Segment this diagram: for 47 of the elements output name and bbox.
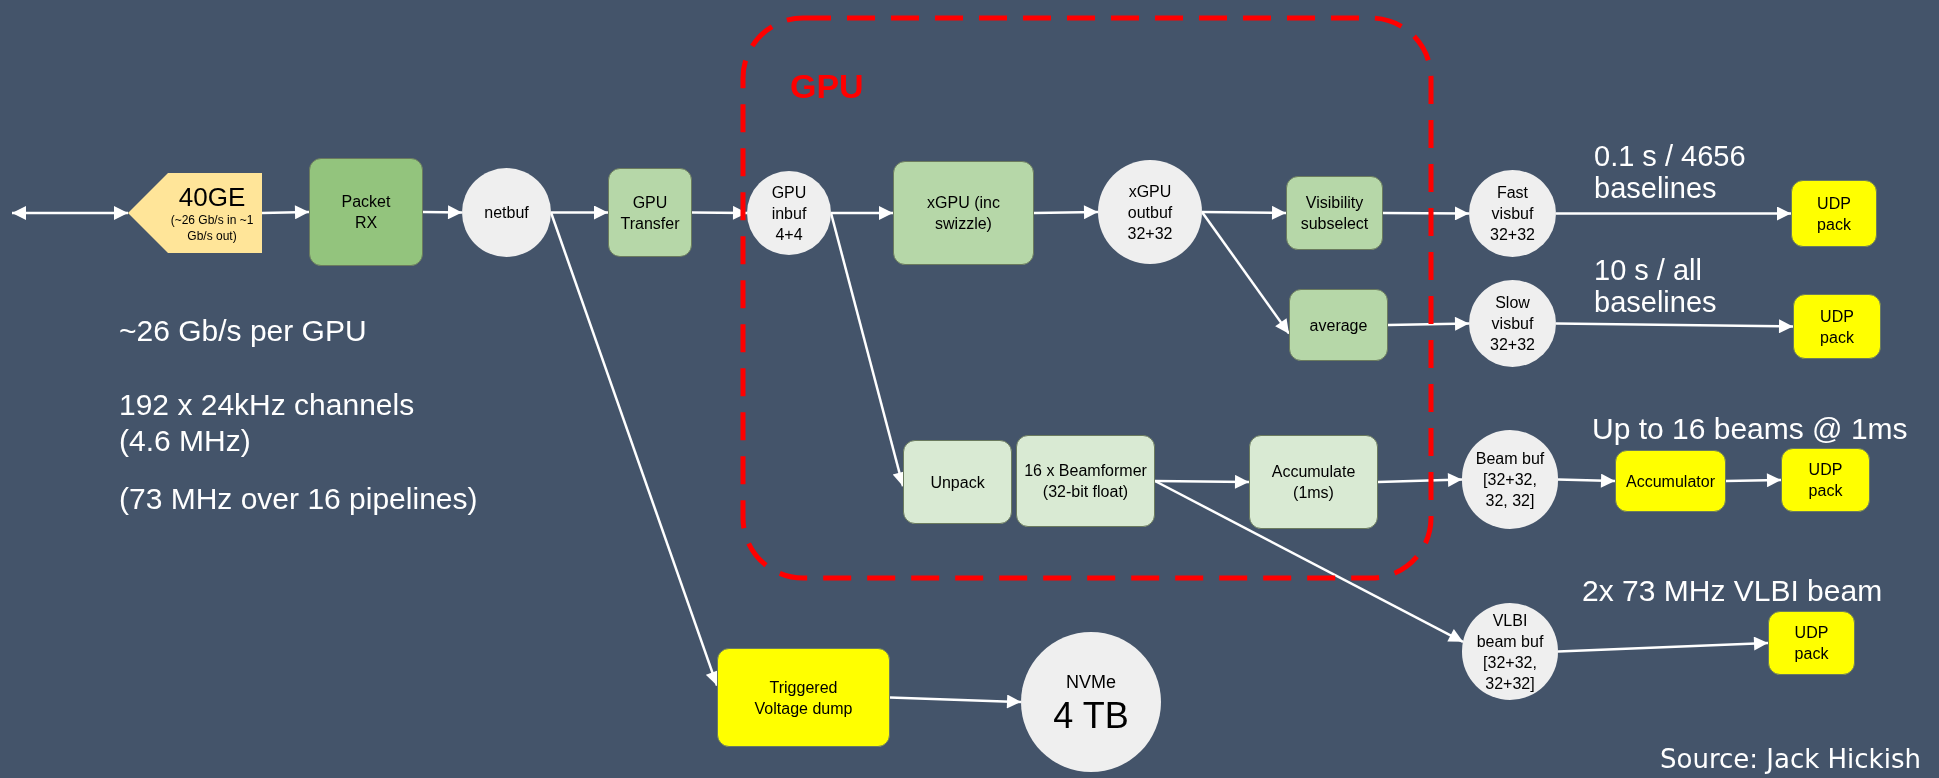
output-box: UDP pack bbox=[1791, 180, 1877, 247]
edge-label: 10 s / all baselines bbox=[1594, 254, 1718, 318]
arrow bbox=[12, 206, 128, 220]
process-box: 16 x Beamformer (32-bit float) bbox=[1016, 435, 1155, 527]
arrow bbox=[1202, 205, 1286, 220]
arrow bbox=[1557, 636, 1769, 653]
arrow bbox=[1154, 479, 1464, 643]
arrow bbox=[1383, 206, 1469, 221]
arrow bbox=[831, 206, 893, 220]
arrow bbox=[889, 694, 1022, 709]
output-box: UDP pack bbox=[1793, 294, 1881, 359]
arrow bbox=[1556, 319, 1793, 334]
arrow bbox=[1387, 316, 1470, 331]
process-box: Unpack bbox=[903, 440, 1012, 524]
arrow bbox=[551, 205, 608, 220]
note-text: 192 x 24kHz channels bbox=[119, 387, 415, 423]
arrow bbox=[1201, 211, 1290, 335]
arrow bbox=[261, 205, 310, 220]
output-box: UDP pack bbox=[1768, 611, 1855, 675]
note-text: ~26 Gb/s per GPU bbox=[119, 313, 367, 349]
arrow bbox=[1033, 205, 1099, 220]
process-box: Accumulate (1ms) bbox=[1249, 435, 1378, 529]
process-box: Accumulator bbox=[1615, 450, 1726, 512]
output-box: UDP pack bbox=[1781, 448, 1870, 512]
note-text: 2x 73 MHz VLBI beam bbox=[1582, 573, 1883, 609]
arrow bbox=[1725, 473, 1782, 488]
interface-tag: 40GE (~26 Gb/s in ~1 Gb/s out) bbox=[128, 173, 262, 253]
arrow bbox=[1556, 206, 1791, 221]
region-title: GPU bbox=[790, 67, 864, 105]
arrow bbox=[692, 205, 747, 220]
arrow bbox=[1557, 473, 1616, 488]
note-text: Source: Jack Hickish bbox=[1660, 743, 1921, 776]
arrow bbox=[423, 205, 462, 220]
process-box: average bbox=[1289, 289, 1388, 361]
arrow bbox=[1155, 474, 1249, 489]
note-text: (73 MHz over 16 pipelines) bbox=[119, 481, 478, 517]
arrow bbox=[1377, 472, 1463, 487]
arrow bbox=[549, 212, 719, 687]
note-text: (4.6 MHz) bbox=[119, 423, 251, 459]
note-text: Up to 16 beams @ 1ms bbox=[1592, 411, 1908, 447]
edge-label: 0.1 s / 4656 baselines bbox=[1594, 140, 1747, 204]
process-box: Triggered Voltage dump bbox=[717, 648, 890, 747]
gpu-region bbox=[740, 15, 1434, 581]
process-box: GPU Transfer bbox=[608, 168, 692, 257]
process-box: xGPU (inc swizzle) bbox=[893, 161, 1034, 265]
process-box: Visibility subselect bbox=[1286, 176, 1383, 250]
process-box: Packet RX bbox=[309, 158, 423, 266]
